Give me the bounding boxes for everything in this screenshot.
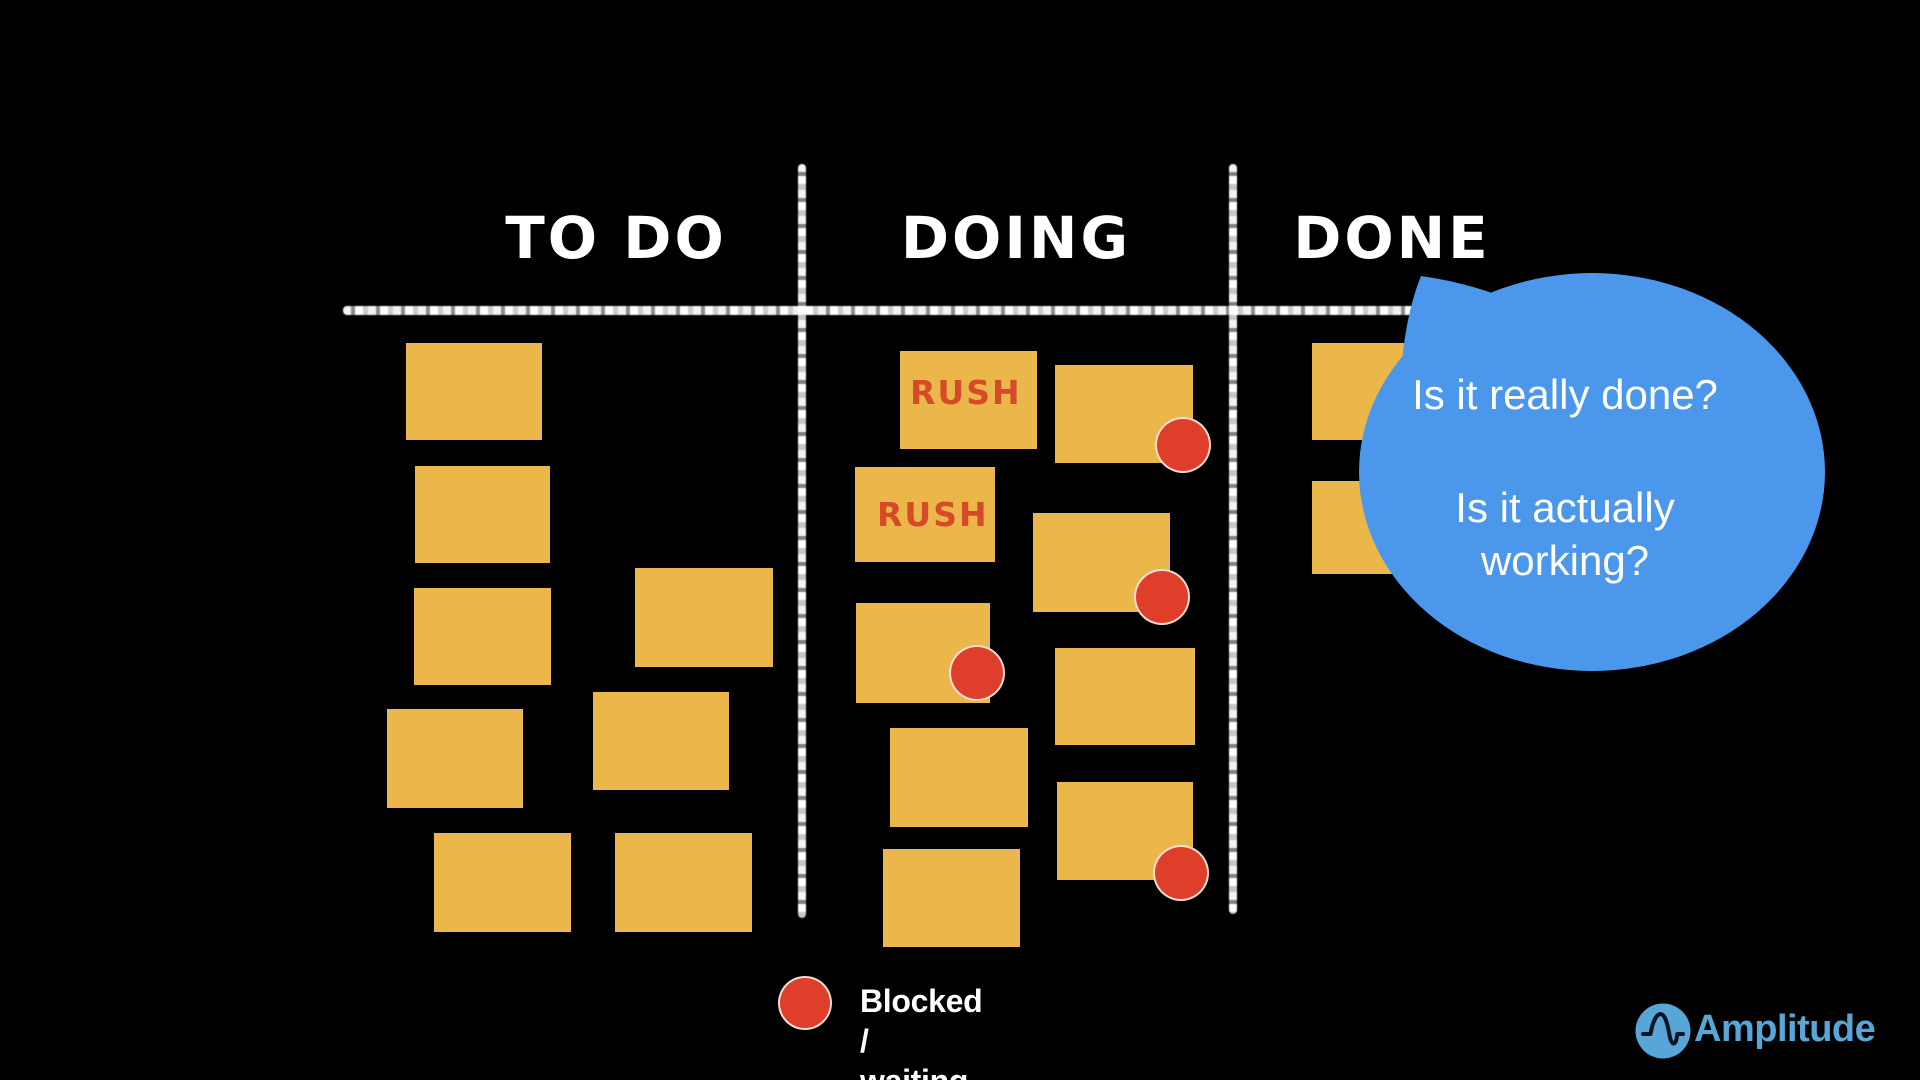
sticky-note-todo [414,588,551,685]
blocked-dot [1155,417,1211,473]
blocked-dot [1134,569,1190,625]
column-title-todo: TO DO [505,204,727,272]
bubble-line-2: Is it actually [1455,484,1675,531]
sticky-note-doing: RUSH [855,467,995,562]
amplitude-logo-text: Amplitude [1694,1008,1876,1050]
sticky-note-doing [1055,648,1195,745]
sticky-note-todo [406,343,542,440]
sticky-note-todo [387,709,523,808]
bubble-line-1: Is it really done? [1412,371,1718,418]
column-divider-todo-doing [798,164,806,918]
sticky-note-todo [635,568,773,667]
sticky-note-doing: RUSH [900,351,1037,449]
amplitude-logo-icon [1635,1003,1691,1059]
rush-label: RUSH [910,373,1022,412]
sticky-note-todo [615,833,752,932]
sticky-note-todo [593,692,729,790]
bubble-line-3: working? [1480,537,1650,584]
sticky-note-doing [883,849,1020,947]
column-divider-doing-done [1229,164,1237,914]
speech-bubble-text: Is it really done? Is it actually workin… [1362,368,1768,587]
column-title-done: DONE [1293,204,1491,272]
column-title-doing: DOING [900,204,1132,272]
legend-label: Blocked / waiting on others [860,983,983,1080]
header-divider-line [343,306,1430,315]
sticky-note-doing [890,728,1028,827]
blocked-dot [1153,845,1209,901]
sticky-note-todo [434,833,571,932]
blocked-legend-dot-icon [778,976,832,1030]
rush-label: RUSH [877,495,989,534]
sticky-note-todo [415,466,550,563]
blocked-dot [949,645,1005,701]
